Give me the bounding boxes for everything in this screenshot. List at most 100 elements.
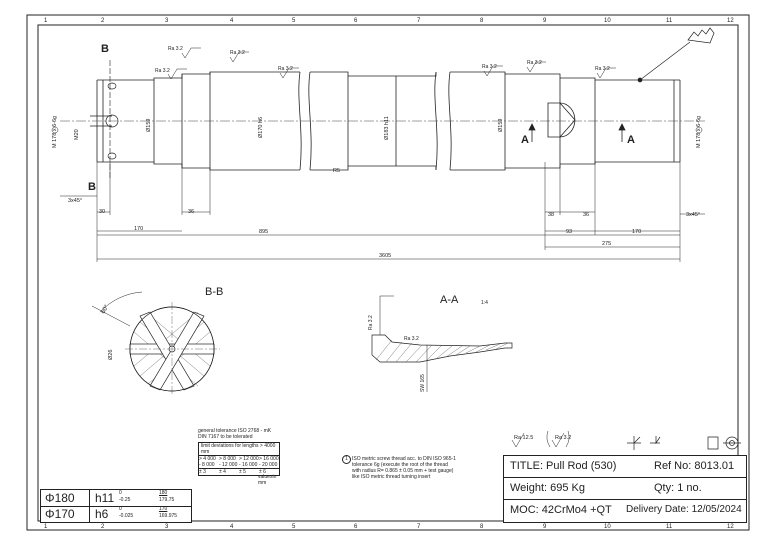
diameter-159-right: Ø159	[498, 119, 504, 132]
zone-number: 5	[292, 524, 296, 530]
roughness-label: Ra 3.2	[168, 46, 183, 52]
wrench-size-label: SW 165	[420, 374, 426, 392]
length-36-left: 36	[188, 209, 194, 215]
section-bb-view	[91, 291, 220, 396]
delivery-date: Delivery Date: 12/05/2024	[626, 504, 742, 515]
zone-number: 7	[417, 18, 421, 24]
section-aa-view	[371, 295, 513, 392]
fit-min-size: 169.975	[159, 513, 178, 519]
roughness-legend: Ra 12.5 Ra 3.2	[511, 430, 571, 448]
view-aa-title: A-A	[440, 294, 459, 306]
roughness-legend-label: Ra 12.5	[514, 435, 533, 441]
diameter-183: Ø183 h11	[384, 116, 390, 140]
thread-note-number: 1	[342, 455, 351, 464]
thread-note-line: ISO metric screw thread acc. to DIN ISO …	[352, 456, 456, 462]
section-a-mark-left: A	[521, 134, 529, 146]
zone-number: 3	[165, 18, 169, 24]
fit-diameter: Φ180	[45, 491, 75, 505]
roughness-label: Ra 3.2	[527, 60, 542, 66]
tolerance-cell: ± 3	[199, 469, 206, 475]
section-b-mark-top: B	[101, 43, 109, 55]
roughness-label: Ra 3.2	[230, 50, 245, 56]
groove-detail	[547, 102, 576, 138]
zone-number: 11	[666, 524, 673, 530]
thread-label-right: M 178 x 6-6g	[696, 116, 702, 148]
fit-class: h6	[95, 507, 109, 521]
tolerance-cell: > 12 000	[239, 456, 259, 462]
diameter-26: Ø26	[108, 350, 114, 360]
zone-number: 2	[101, 524, 105, 530]
zone-number: 11	[666, 18, 673, 24]
zone-number: 8	[480, 524, 484, 530]
tolerance-note-subtitle: DIN 7167 to be tolerated	[198, 434, 253, 440]
zone-number: 6	[354, 18, 358, 24]
length-170-right: 170	[632, 229, 641, 235]
diameter-labels: M 178 x 6-6g M20 Ø159 Ø170 h6 Ø183 h11 Ø…	[52, 116, 702, 174]
length-170-left: 170	[134, 226, 143, 232]
fit-lower-deviation: -0.25	[119, 497, 131, 503]
length-93: 93	[566, 229, 572, 235]
zone-number: 9	[543, 524, 547, 530]
tolerance-cell: ± 6	[259, 469, 266, 475]
thread-note-line: tolerance 6g (execute the root of the th…	[352, 462, 448, 468]
zone-number: 1	[44, 18, 48, 24]
roughness-symbols	[167, 47, 616, 80]
zone-number: 12	[727, 18, 734, 24]
knurl-detail	[637, 27, 715, 83]
fit-max-size: 170	[159, 506, 168, 512]
tolerance-note: general tolerance ISO 2768 - mK DIN 7167…	[198, 428, 280, 486]
quantity-value: Qty: 1 no.	[654, 482, 702, 494]
zone-number: 12	[727, 524, 734, 530]
drawing-title: TITLE: Pull Rod (530)	[510, 460, 617, 472]
fit-upper-deviation: 0	[119, 490, 122, 496]
zone-number: 7	[417, 524, 421, 530]
diameter-170: Ø170 h6	[258, 117, 264, 138]
angle-60: 60°	[101, 304, 111, 315]
tolerance-cell: - 20 000	[259, 462, 278, 468]
view-bb-title: B-B	[205, 286, 223, 298]
fit-lower-deviation: -0.025	[119, 513, 134, 519]
title-block: TITLE: Pull Rod (530) Ref No: 8013.01 We…	[503, 455, 747, 523]
tolerance-cell: - 12 000	[219, 462, 238, 468]
tolerance-table: limit deviations for lengths > 4000 mm >…	[198, 442, 280, 476]
fit-max-size: 180	[159, 490, 168, 496]
zone-number: 8	[480, 18, 484, 24]
zone-number: 10	[604, 18, 611, 24]
chamfer-left: 3x45°	[68, 198, 82, 204]
bottom-zone-numbers: 1 2 3 4 5 6 7 8 9 10 11 12	[44, 524, 734, 530]
roughness-label: Ra 3.2	[278, 66, 293, 72]
top-zone-numbers: 1 2 3 4 5 6 7 8 9 10 11 12	[44, 18, 734, 24]
tolerance-table-header: limit deviations for lengths > 4000 mm	[199, 443, 279, 456]
zone-number: 9	[543, 18, 547, 24]
zone-number: 5	[292, 18, 296, 24]
fit-min-size: 179.75	[159, 497, 175, 503]
roughness-label: Ra 3.2	[155, 68, 170, 74]
roughness-label: Ra 3.2	[595, 66, 610, 72]
zone-number: 4	[230, 18, 234, 24]
fit-diameter: Φ170	[45, 507, 75, 521]
length-38: 38	[548, 212, 554, 218]
tolerance-note-title: general tolerance ISO 2768 - mK	[198, 428, 272, 434]
tolerance-row: - 8 000 - 12 000 - 16 000 - 20 000	[199, 462, 279, 469]
thread-callout-circles	[51, 126, 703, 134]
chamfer-right: 3x45°	[686, 212, 700, 218]
zone-number: 1	[44, 524, 48, 530]
length-labels: 3x45° 30 36 170 895 3605 38 36 93 170 27…	[68, 198, 700, 259]
thread-note-line: with radius R= 0.865 ± 0.05 mm + test ga…	[352, 468, 454, 474]
length-275: 275	[602, 241, 611, 247]
tolerance-cell: > 4 000	[199, 456, 216, 462]
roughness-legend-label: Ra 3.2	[555, 435, 571, 441]
zone-number: 3	[165, 524, 169, 530]
length-36-right: 36	[583, 212, 589, 218]
zone-number: 2	[101, 18, 105, 24]
length-30: 30	[99, 209, 105, 215]
section-b-mark-bottom: B	[88, 181, 96, 193]
tolerance-cell: ± 4	[219, 469, 226, 475]
tolerance-row: > 4 000 > 8 000 > 12 000 > 16 000	[199, 456, 279, 462]
fit-tolerance-table: Φ180 h11 0 -0.25 180 179.75 Φ170 h6 0 -0…	[40, 489, 192, 523]
weld-and-projection-symbols	[627, 436, 741, 450]
m20-label: M20	[74, 129, 80, 140]
section-a-arrows	[528, 123, 626, 142]
